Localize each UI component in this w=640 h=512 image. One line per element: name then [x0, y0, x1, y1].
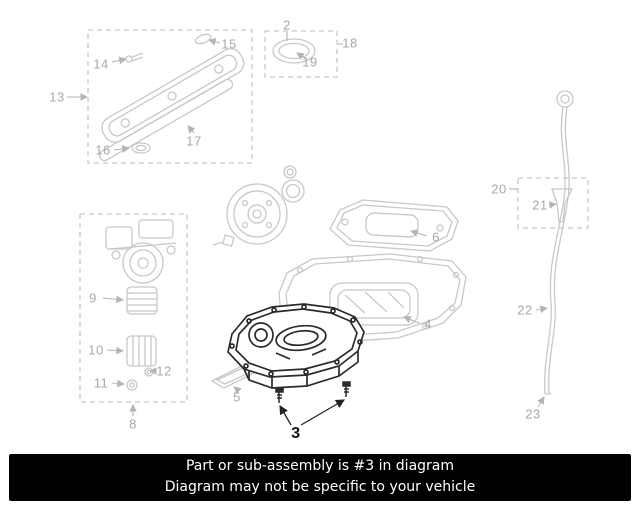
valley-pan-drawing — [329, 199, 459, 252]
callout-13: 13 — [49, 89, 65, 105]
callout-21: 21 — [532, 197, 548, 213]
seal-ring-drawing — [264, 30, 338, 78]
dipstick-drawing — [517, 90, 589, 395]
callout-9: 9 — [89, 290, 97, 306]
callout-3-highlighted: 3 — [291, 425, 301, 442]
banner-line-1: Part or sub-assembly is #3 in diagram — [185, 458, 455, 474]
callout-23: 23 — [525, 406, 541, 422]
callout-16: 16 — [95, 142, 111, 158]
callout-8: 8 — [129, 416, 137, 432]
callout-18: 18 — [342, 35, 358, 51]
callout-17: 17 — [186, 133, 202, 149]
callout-10: 10 — [88, 342, 104, 358]
callout-2: 2 — [283, 17, 291, 33]
callout-4: 4 — [424, 316, 432, 332]
callout-19: 19 — [302, 54, 318, 70]
callout-20: 20 — [491, 181, 507, 197]
info-banner: Part or sub-assembly is #3 in diagram Di… — [9, 454, 631, 501]
oil-pan-bolts-drawing — [275, 381, 351, 403]
callout-6: 6 — [432, 229, 440, 245]
callout-12: 12 — [156, 363, 172, 379]
banner-line-2: Diagram may not be specific to your vehi… — [164, 479, 476, 495]
oil-filter-assembly-drawing — [79, 213, 188, 403]
callout-22: 22 — [517, 302, 533, 318]
crank-pulley-drawing — [212, 165, 305, 247]
callout-11: 11 — [93, 375, 109, 391]
valve-cover-assembly-drawing — [87, 29, 253, 164]
callout-15: 15 — [221, 36, 237, 52]
callout-leader-lines — [67, 32, 557, 416]
oil-pan-highlight-drawing — [227, 303, 365, 389]
callout-5: 5 — [233, 389, 241, 405]
callout-14: 14 — [93, 56, 109, 72]
part3-leader-lines — [279, 399, 345, 426]
